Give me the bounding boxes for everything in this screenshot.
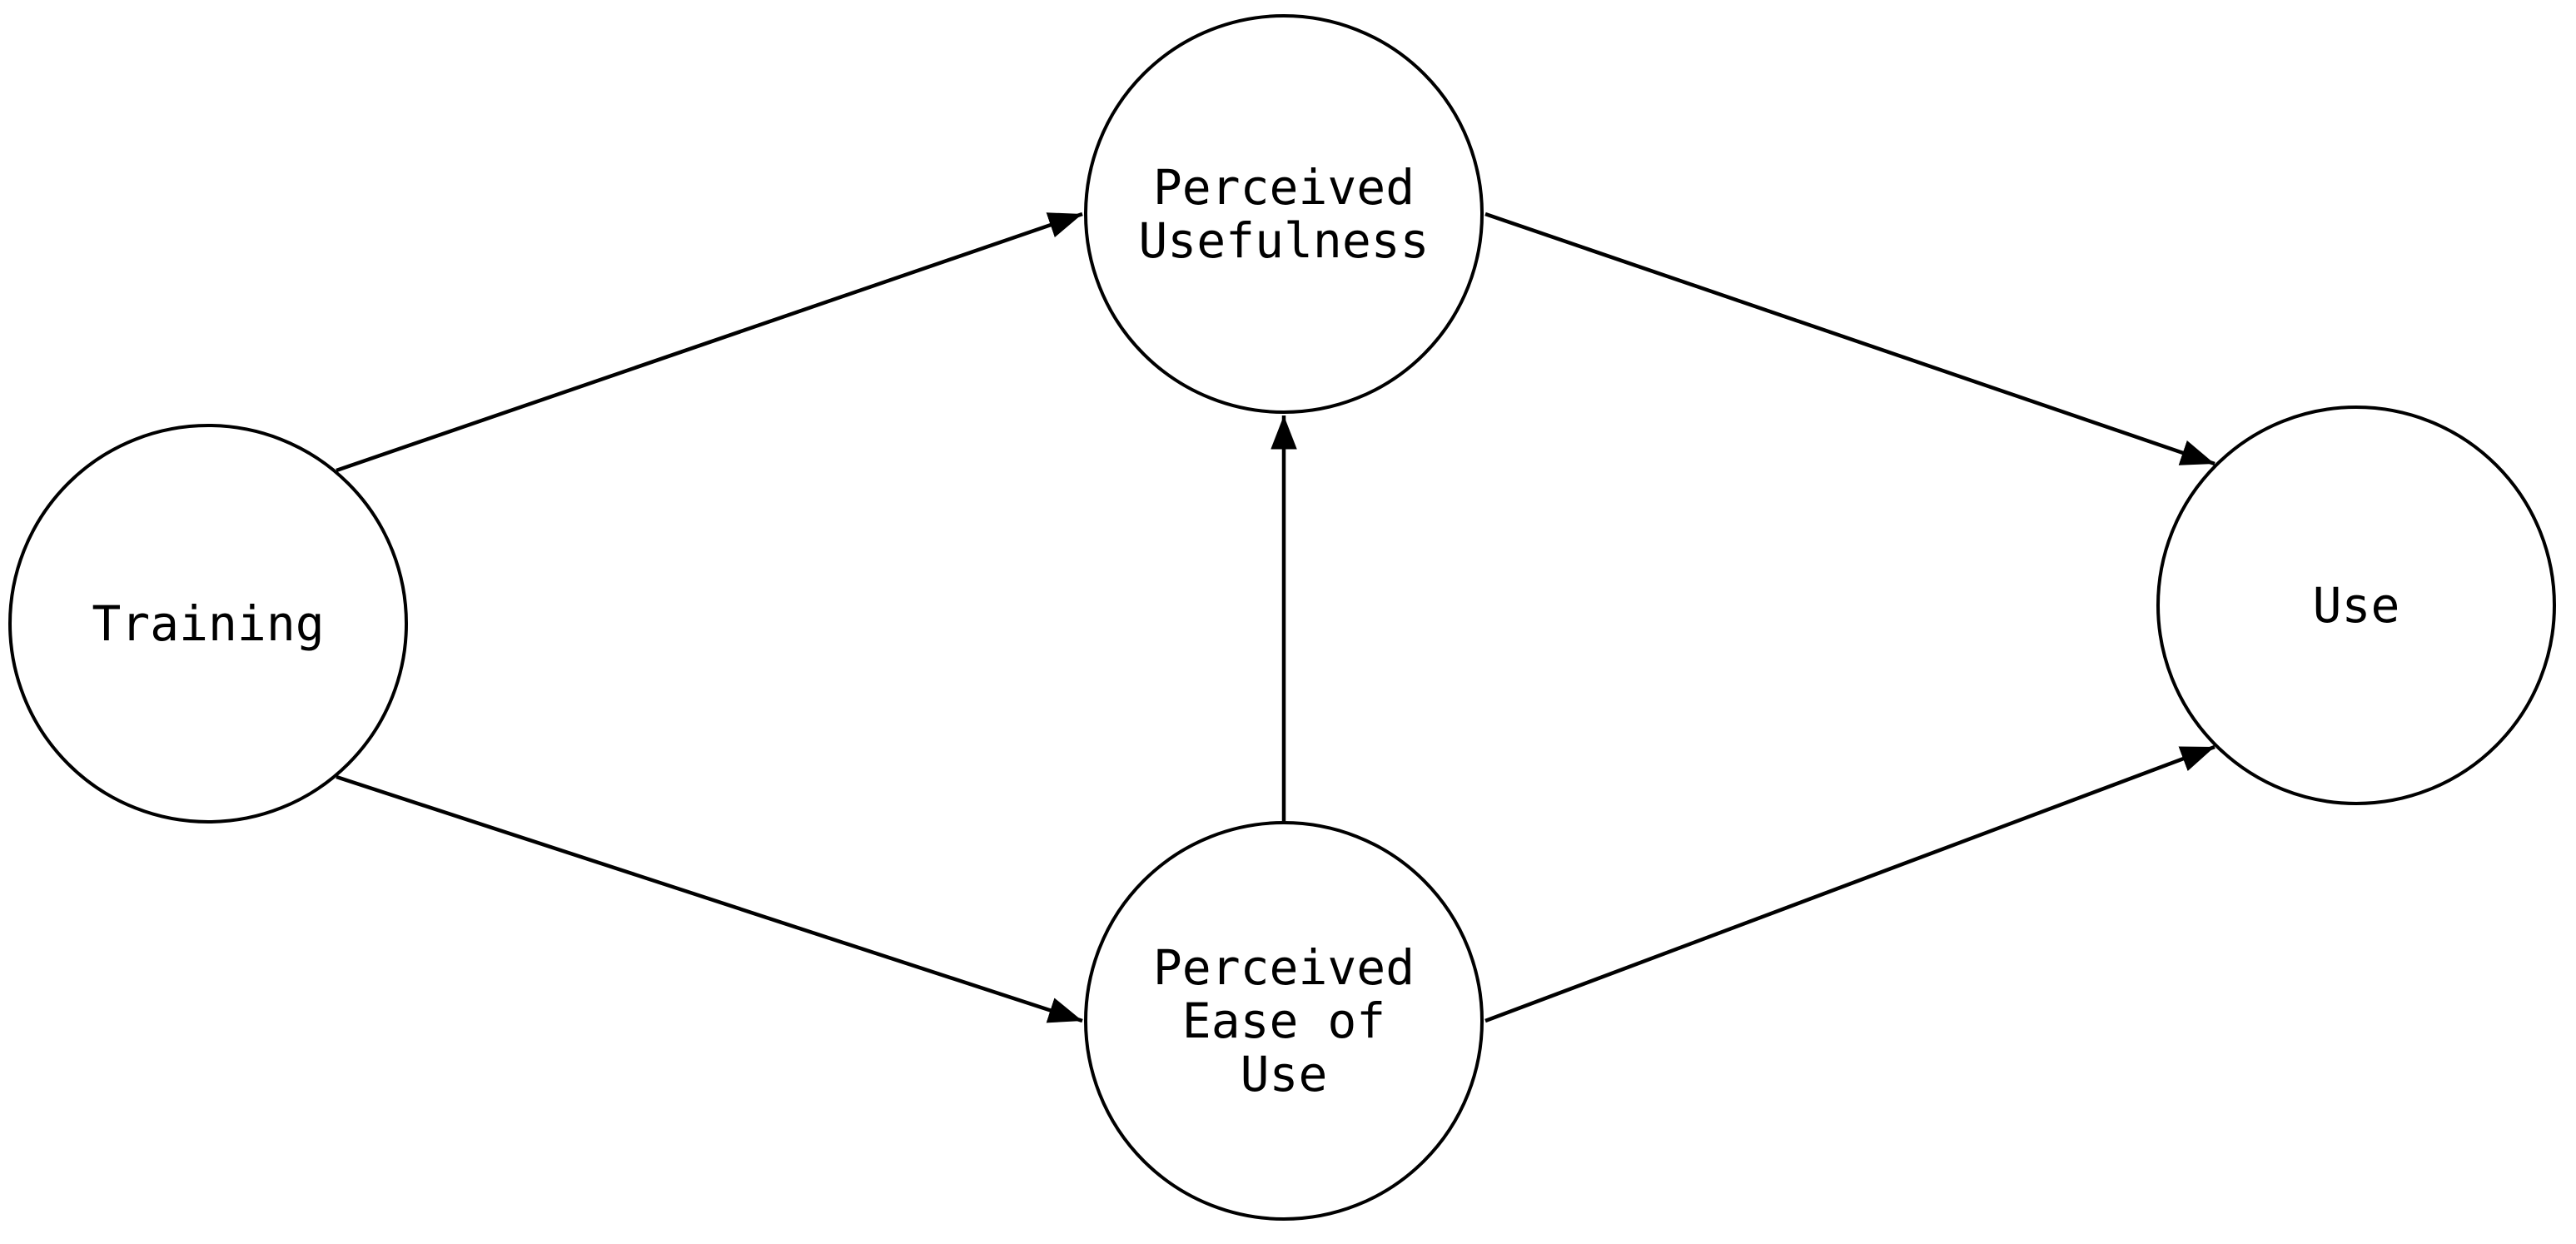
node-use-label: Use	[2312, 577, 2400, 634]
node-perceived-usefulness: Perceived Usefulness	[1084, 14, 1484, 414]
node-training: Training	[8, 424, 408, 824]
node-perceived-usefulness-label: Perceived Usefulness	[1138, 159, 1430, 269]
edge-training-to-perceived_ease_of_use	[336, 774, 1083, 1023]
node-training-label: Training	[92, 595, 325, 652]
node-perceived-ease-of-use-label: Perceived Ease of Use	[1152, 939, 1415, 1102]
edge-perceived_ease_of_use-to-use	[1484, 744, 2215, 1023]
node-use: Use	[2156, 406, 2556, 805]
edge-training-to-perceived_usefulness	[336, 211, 1083, 473]
node-perceived-ease-of-use: Perceived Ease of Use	[1084, 821, 1484, 1221]
edge-perceived_usefulness-to-use	[1484, 211, 2215, 466]
